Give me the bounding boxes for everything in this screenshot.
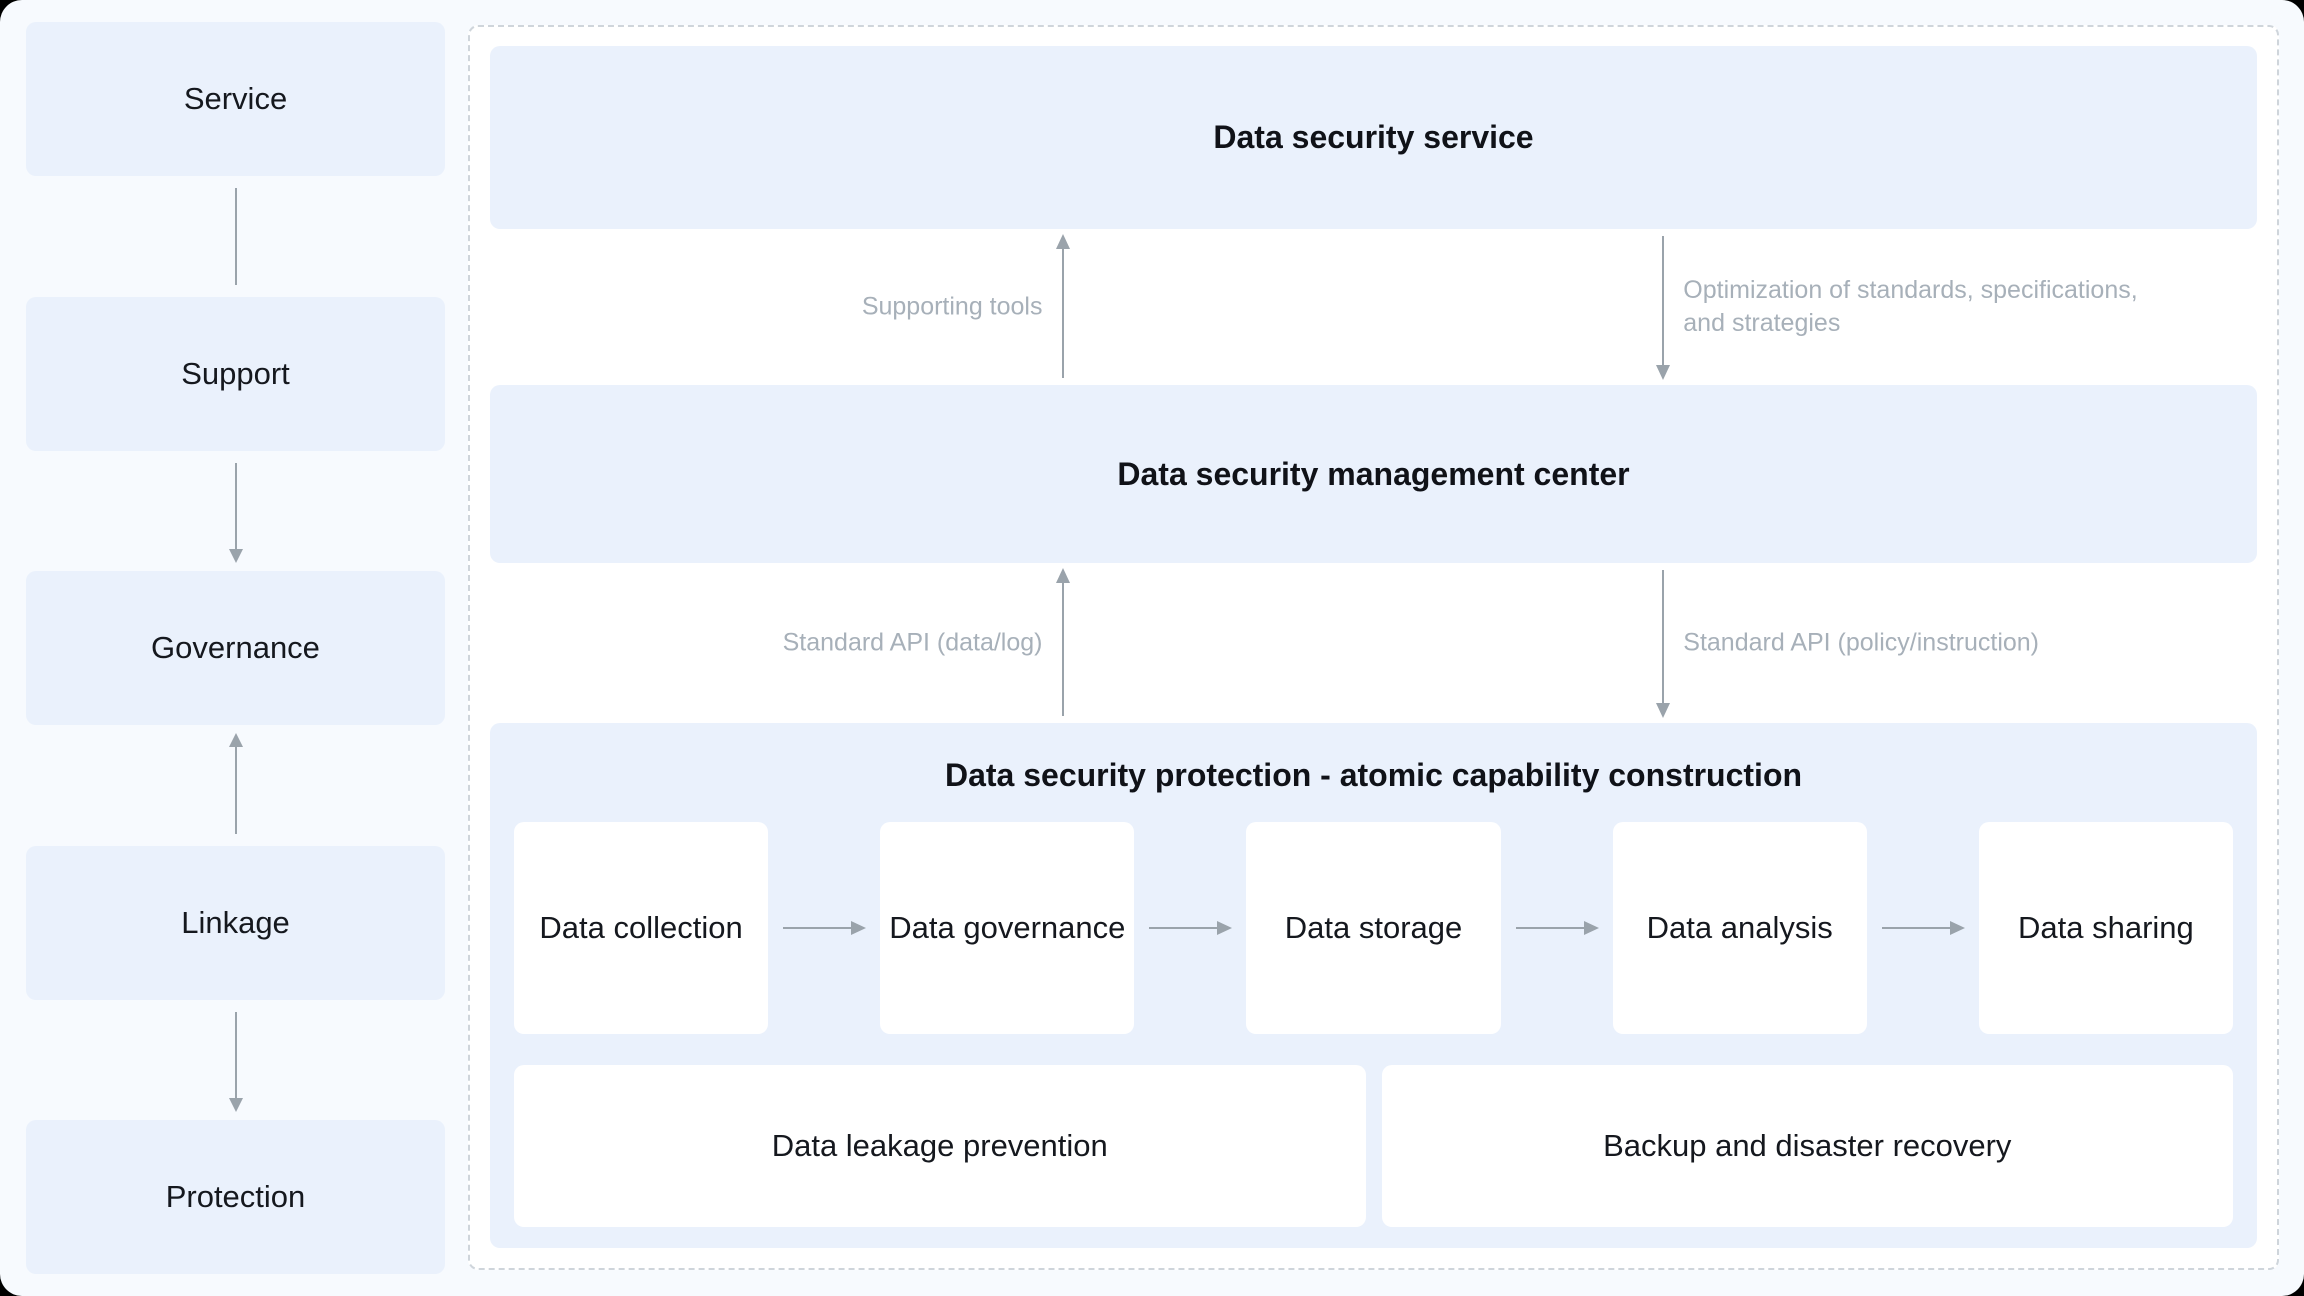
wide-capability-row: Data leakage prevention Backup and disas… xyxy=(514,1065,2233,1227)
capability-data-analysis: Data analysis xyxy=(1612,822,1867,1034)
capability-row: Data collection Data governance Data sto… xyxy=(514,822,2234,1034)
capability-label: Data analysis xyxy=(1646,910,1833,945)
data-security-protection-box: Data security protection - atomic capabi… xyxy=(490,723,2257,1248)
tier-title: Data security service xyxy=(1213,119,1534,155)
sidebar-pillar: Service Support Governance Linkage Prote… xyxy=(26,22,445,1274)
capability-label: Data leakage prevention xyxy=(771,1128,1108,1163)
sidebar-item-label: Support xyxy=(181,355,290,391)
capability-data-leakage-prevention: Data leakage prevention xyxy=(514,1065,1366,1227)
right-arrow-icon xyxy=(1867,822,1979,1034)
data-security-management-center-box: Data security management center xyxy=(490,385,2257,563)
right-arrow-icon xyxy=(1501,822,1613,1034)
connector-line xyxy=(26,176,445,297)
capability-data-storage: Data storage xyxy=(1246,822,1501,1034)
down-arrow-icon xyxy=(26,1000,445,1121)
flow-gap-top: Supporting tools Optimization of standar… xyxy=(490,229,2257,385)
capability-backup-disaster-recovery: Backup and disaster recovery xyxy=(1381,1065,2233,1227)
capability-label: Data sharing xyxy=(2018,910,2194,945)
sidebar-item-support: Support xyxy=(26,296,445,451)
sidebar-item-governance: Governance xyxy=(26,571,445,725)
tier-title: Data security protection - atomic capabi… xyxy=(944,757,1803,793)
right-arrow-icon xyxy=(768,822,880,1034)
capability-label: Data governance xyxy=(889,910,1126,945)
tier-title: Data security management center xyxy=(1117,455,1630,492)
sidebar-item-label: Linkage xyxy=(181,904,290,940)
capability-data-governance: Data governance xyxy=(880,822,1135,1034)
capability-data-sharing: Data sharing xyxy=(1978,822,2234,1034)
flow-label: Optimization of standards, specification… xyxy=(1683,275,2138,337)
sidebar-item-label: Governance xyxy=(151,630,320,665)
data-security-service-box: Data security service xyxy=(490,46,2257,229)
sidebar-item-service: Service xyxy=(26,22,445,176)
sidebar-item-label: Protection xyxy=(165,1179,306,1214)
sidebar-item-protection: Protection xyxy=(26,1120,445,1274)
capability-label: Data collection xyxy=(539,910,743,945)
flow-label: Standard API (data/log) xyxy=(782,628,1043,657)
flow-gap-middle: Standard API (data/log) Standard API (po… xyxy=(490,563,2257,723)
capability-label: Data storage xyxy=(1284,910,1463,945)
sidebar-item-linkage: Linkage xyxy=(26,845,445,1000)
up-arrow-icon xyxy=(26,725,445,846)
capability-data-collection: Data collection xyxy=(514,822,769,1034)
right-arrow-icon xyxy=(1134,822,1246,1034)
sidebar-item-label: Service xyxy=(183,81,288,116)
down-arrow-icon xyxy=(26,451,445,572)
flow-label: Standard API (policy/instruction) xyxy=(1683,628,2040,657)
flow-label: Supporting tools xyxy=(861,292,1043,321)
capability-label: Backup and disaster recovery xyxy=(1603,1128,2012,1163)
architecture-panel: Data security service Supporting tools O… xyxy=(468,25,2279,1270)
